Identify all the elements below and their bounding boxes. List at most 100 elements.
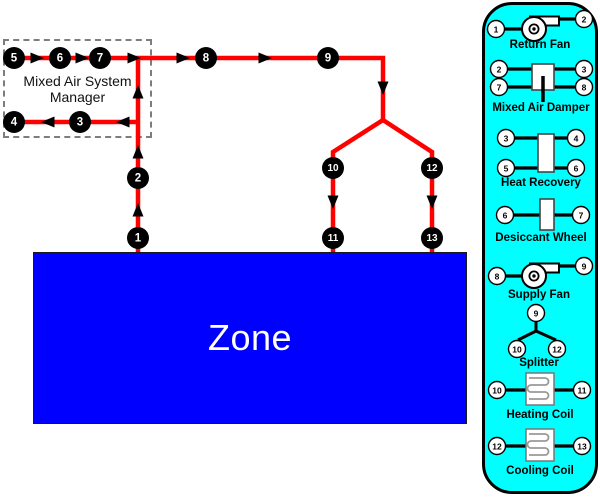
node-5 <box>3 47 25 69</box>
legend-item-label: Desiccant Wheel <box>495 232 586 244</box>
zone-box: Zone <box>33 252 467 424</box>
splitter-icon <box>535 329 557 342</box>
zone-label: Zone <box>207 317 293 358</box>
node-number-label: 11 <box>328 233 339 244</box>
flow-arrow-up-icon <box>132 203 144 217</box>
node-6 <box>49 47 71 69</box>
node-1 <box>127 227 149 249</box>
legend-node-12 <box>547 339 567 359</box>
node-number-label: 12 <box>426 163 438 174</box>
legend-node-9 <box>574 256 594 276</box>
legend-node-7 <box>571 205 591 225</box>
legend-item-label: Supply Fan <box>508 289 570 301</box>
legend-node-label: 10 <box>512 345 522 355</box>
splitter-icon <box>517 329 537 342</box>
legend-node-12 <box>487 436 507 456</box>
flow-arrow-down-icon <box>327 195 339 209</box>
legend-node-label: 5 <box>504 164 509 174</box>
node-number-label: 10 <box>327 163 339 174</box>
legend-item-label: Heat Recovery <box>501 177 582 189</box>
flow-arrow-up-icon <box>132 85 144 99</box>
legend-node-1 <box>486 19 506 39</box>
node-number-label: 1 <box>135 233 142 245</box>
legend-item-label: Return Fan <box>510 39 571 51</box>
legend-node-label: 2 <box>582 15 587 25</box>
desiccant-wheel-icon <box>539 198 555 231</box>
legend-node-9 <box>526 303 546 323</box>
legend-node-label: 9 <box>582 262 587 272</box>
legend-node-label: 11 <box>578 386 587 396</box>
node-number-label: 7 <box>97 53 103 65</box>
flow-arrow-right-icon <box>258 52 272 64</box>
legend-node-10 <box>487 380 507 400</box>
legend-node-label: 8 <box>582 83 587 93</box>
node-number-label: 3 <box>77 117 83 129</box>
flow-arrow-down-icon <box>377 81 389 95</box>
legend-node-2 <box>574 9 594 29</box>
legend-node-10 <box>507 339 527 359</box>
supply-fan-icon <box>532 274 536 278</box>
node-number-label: 13 <box>426 233 438 244</box>
legend-node-7 <box>489 77 509 97</box>
flow-arrow-left-icon <box>41 116 55 128</box>
node-7 <box>89 47 111 69</box>
legend-node-label: 1 <box>494 25 499 35</box>
node-2 <box>127 167 149 189</box>
mixed-air-system-manager-box: Mixed Air System Manager <box>3 39 152 138</box>
legend-node-8 <box>574 77 594 97</box>
mixed-air-system-manager-label: Mixed Air System Manager <box>23 72 132 105</box>
node-3 <box>69 111 91 133</box>
legend-node-3 <box>496 128 516 148</box>
legend-node-label: 12 <box>492 442 502 452</box>
legend-node-5 <box>496 158 516 178</box>
node-9 <box>317 47 339 69</box>
legend-node-label: 12 <box>552 345 562 355</box>
legend-item-label: Mixed Air Damper <box>492 102 590 114</box>
flow-arrow-down-icon <box>426 195 438 209</box>
flow-arrow-left-icon <box>116 116 130 128</box>
legend-node-label: 7 <box>497 83 502 93</box>
flow-arrow-right-icon <box>127 52 141 64</box>
legend-node-label: 4 <box>574 134 579 144</box>
legend-node-13 <box>572 436 592 456</box>
legend-node-label: 8 <box>495 272 500 282</box>
flow-arrow-right-icon <box>30 52 44 64</box>
return-fan-icon <box>532 27 536 31</box>
node-number-label: 9 <box>325 53 331 65</box>
legend-node-6 <box>495 205 515 225</box>
heating-coil-icon <box>526 377 550 400</box>
node-8 <box>195 47 217 69</box>
node-number-label: 4 <box>11 117 18 129</box>
pipe <box>330 118 385 252</box>
node-11 <box>322 227 344 249</box>
legend-node-4 <box>566 128 586 148</box>
legend-node-label: 13 <box>577 442 587 452</box>
legend-node-label: 9 <box>534 309 539 319</box>
node-10 <box>322 157 344 179</box>
legend-node-11 <box>572 380 592 400</box>
legend-node-2 <box>489 59 509 79</box>
flow-arrow-right-icon <box>75 52 89 64</box>
legend-item-label: Heating Coil <box>506 409 573 421</box>
node-4 <box>3 111 25 133</box>
node-number-label: 5 <box>11 53 18 65</box>
legend-node-8 <box>487 266 507 286</box>
legend-node-label: 7 <box>579 211 584 221</box>
legend-node-label: 3 <box>504 134 509 144</box>
legend-node-label: 10 <box>492 386 502 396</box>
node-12 <box>421 157 443 179</box>
node-number-label: 2 <box>135 173 141 185</box>
legend-node-label: 6 <box>503 211 508 221</box>
node-number-label: 6 <box>57 53 63 65</box>
legend-node-6 <box>566 158 586 178</box>
node-number-label: 8 <box>203 53 210 65</box>
pipe <box>381 118 435 252</box>
node-13 <box>421 227 443 249</box>
legend-node-label: 2 <box>497 65 502 75</box>
flow-arrow-right-icon <box>176 52 190 64</box>
legend-node-3 <box>574 59 594 79</box>
legend-item-label: Splitter <box>519 357 559 369</box>
cooling-coil-icon <box>526 433 550 456</box>
